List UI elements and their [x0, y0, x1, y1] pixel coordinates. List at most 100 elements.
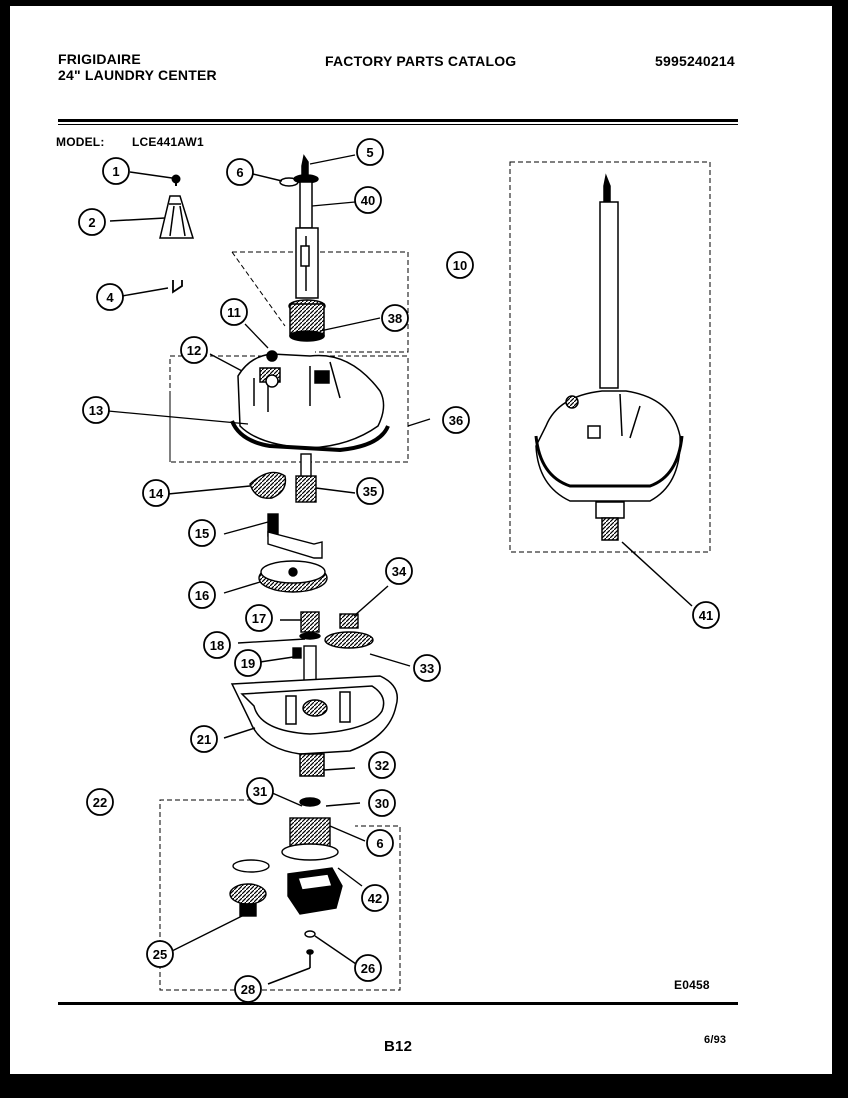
callout-34[interactable]: 34 [385, 557, 413, 585]
svg-text:40: 40 [361, 193, 375, 208]
part-washer [304, 930, 357, 965]
parts-sheet: FRIGIDAIRE 24" LAUNDRY CENTER FACTORY PA… [10, 6, 832, 1074]
callout-26[interactable]: 26 [354, 954, 382, 982]
dashed-box-22 [159, 799, 401, 991]
revision-date: 6/93 [704, 1034, 727, 1046]
dashed-guide-10 [231, 251, 286, 327]
svg-text:41: 41 [699, 608, 713, 623]
svg-text:36: 36 [449, 413, 463, 428]
callout-21[interactable]: 21 [190, 725, 218, 753]
callout-6-top[interactable]: 6 [226, 158, 254, 186]
part-pinion [295, 453, 356, 503]
catalog-number: 5995240214 [655, 53, 735, 69]
svg-text:11: 11 [227, 305, 241, 320]
callout-13[interactable]: 13 [82, 396, 110, 424]
callout-19[interactable]: 19 [234, 649, 262, 677]
part-spring-pack [171, 859, 270, 952]
callout-42[interactable]: 42 [361, 884, 389, 912]
page-number: B12 [384, 1038, 413, 1055]
drawing-code: E0458 [674, 978, 710, 992]
callout-11[interactable]: 11 [220, 298, 248, 326]
part-screw [129, 171, 181, 186]
product-name: 24" LAUNDRY CENTER [58, 67, 217, 83]
part-agitator-shaft [288, 154, 381, 342]
svg-text:18: 18 [210, 638, 224, 653]
svg-text:12: 12 [187, 343, 201, 358]
part-o-ring-top [252, 173, 299, 187]
svg-text:38: 38 [388, 311, 402, 326]
callout-10[interactable]: 10 [446, 251, 474, 279]
callout-41[interactable]: 41 [692, 601, 720, 629]
part-crank [223, 513, 323, 559]
svg-text:28: 28 [241, 982, 255, 997]
callout-30[interactable]: 30 [368, 789, 396, 817]
part-bolt [267, 949, 314, 985]
part-drive-stack [237, 611, 321, 687]
model-number: LCE441AW1 [132, 135, 204, 149]
callout-17[interactable]: 17 [245, 604, 273, 632]
svg-text:14: 14 [149, 486, 164, 501]
part-cap [109, 195, 195, 239]
callout-6-bottom[interactable]: 6 [366, 829, 394, 857]
callout-22[interactable]: 22 [86, 788, 114, 816]
exploded-parts-diagram: 1 2 4 5 6 40 10 11 38 12 13 36 14 35 15 … [78, 138, 720, 1003]
part-gear-case-cover [107, 323, 431, 453]
catalog-title: FACTORY PARTS CATALOG [325, 53, 517, 69]
header-rule-thin [58, 124, 738, 125]
callout-38[interactable]: 38 [381, 304, 409, 332]
svg-text:5: 5 [366, 145, 373, 160]
svg-text:6: 6 [236, 165, 243, 180]
dashed-box-41 [509, 161, 711, 553]
callout-25[interactable]: 25 [146, 940, 174, 968]
brand-name: FRIGIDAIRE [58, 51, 141, 67]
svg-text:13: 13 [89, 403, 103, 418]
callout-28[interactable]: 28 [234, 975, 262, 1003]
svg-text:10: 10 [453, 258, 467, 273]
part-clutch-assembly [269, 791, 366, 861]
dashed-box-10 [232, 251, 409, 353]
svg-text:21: 21 [197, 732, 211, 747]
svg-text:15: 15 [195, 526, 209, 541]
callout-31[interactable]: 31 [246, 777, 274, 805]
part-cam [167, 471, 287, 499]
svg-text:35: 35 [363, 484, 377, 499]
svg-text:32: 32 [375, 758, 389, 773]
callout-35[interactable]: 35 [356, 477, 384, 505]
part-clip [121, 280, 183, 297]
svg-text:26: 26 [361, 961, 375, 976]
callout-15[interactable]: 15 [188, 519, 216, 547]
svg-text:16: 16 [195, 588, 209, 603]
svg-text:33: 33 [420, 661, 434, 676]
svg-text:4: 4 [106, 290, 114, 305]
callout-40[interactable]: 40 [354, 186, 382, 214]
callout-32[interactable]: 32 [368, 751, 396, 779]
part-gear-case-base [223, 675, 398, 777]
part-transmission-assembly [534, 173, 693, 607]
svg-text:19: 19 [241, 656, 255, 671]
svg-text:42: 42 [368, 891, 382, 906]
part-main-gear [223, 560, 328, 594]
callout-16[interactable]: 16 [188, 581, 216, 609]
svg-text:1: 1 [112, 164, 119, 179]
callout-14[interactable]: 14 [142, 479, 170, 507]
footer-rule [58, 1002, 738, 1005]
callout-18[interactable]: 18 [203, 631, 231, 659]
model-label: MODEL: [56, 135, 105, 149]
callout-36[interactable]: 36 [442, 406, 470, 434]
svg-text:25: 25 [153, 947, 167, 962]
callout-4[interactable]: 4 [96, 283, 124, 311]
svg-text:30: 30 [375, 796, 389, 811]
svg-text:34: 34 [392, 564, 407, 579]
part-brake-housing [287, 867, 363, 915]
callout-5[interactable]: 5 [356, 138, 384, 166]
part-idler-gear [324, 585, 411, 667]
svg-text:31: 31 [253, 784, 267, 799]
svg-text:2: 2 [88, 215, 95, 230]
header-rule-thick [58, 119, 738, 122]
callout-1[interactable]: 1 [102, 157, 130, 185]
svg-text:22: 22 [93, 795, 107, 810]
callout-33[interactable]: 33 [413, 654, 441, 682]
callout-12[interactable]: 12 [180, 336, 208, 364]
callout-2[interactable]: 2 [78, 208, 106, 236]
svg-text:17: 17 [252, 611, 266, 626]
